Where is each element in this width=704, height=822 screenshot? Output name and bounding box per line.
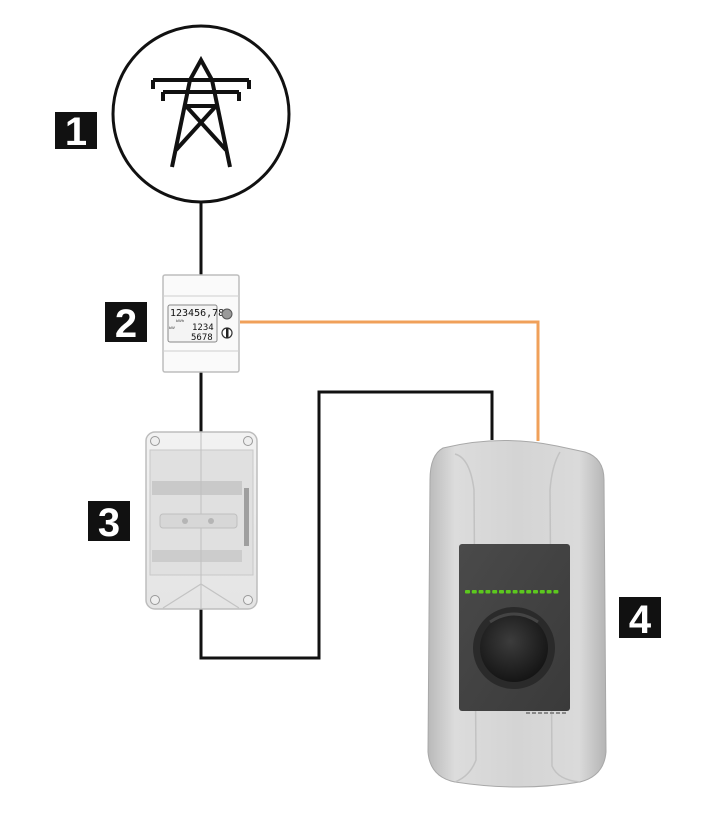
status-led-segment	[485, 590, 491, 594]
meter-led-icon	[221, 308, 233, 320]
box-rail	[159, 513, 238, 529]
svg-text:4: 4	[629, 598, 652, 642]
svg-text:1: 1	[65, 110, 87, 154]
distribution-box	[145, 431, 258, 610]
box-screw-bl	[150, 595, 160, 605]
status-led-segment	[465, 590, 470, 594]
ev-charger-wallbox	[427, 439, 607, 788]
badge-4: 4	[619, 597, 661, 642]
box-hinge	[244, 488, 249, 546]
meter-unit-kw: kW	[169, 325, 175, 330]
status-led-bar	[465, 590, 559, 594]
grid-component	[111, 24, 291, 204]
grid-circle	[111, 24, 291, 204]
badge-2: 2	[105, 302, 147, 346]
meter-reading-total: 123456,78	[170, 308, 224, 319]
data-cable-meter-wallbox	[240, 320, 540, 441]
status-led-segment	[499, 590, 504, 594]
box-screw-tr	[243, 436, 253, 446]
meter-reading-power: 1234	[192, 323, 214, 333]
status-led-segment	[471, 590, 477, 594]
status-led-segment	[519, 590, 525, 594]
cables	[199, 203, 540, 660]
status-led-segment	[553, 590, 559, 594]
status-led-segment	[505, 590, 511, 594]
status-led-segment	[539, 590, 545, 594]
power-cable-box-wallbox	[199, 390, 494, 660]
box-screw-tl	[150, 436, 160, 446]
svg-text:2: 2	[115, 302, 137, 346]
status-led-segment	[492, 590, 498, 594]
status-led-segment	[478, 590, 484, 594]
box-screw-br	[243, 595, 253, 605]
energy-meter: 123456,78 kWh kW 1234 5678	[162, 274, 240, 373]
svg-text:3: 3	[98, 501, 120, 545]
meter-display	[167, 304, 218, 343]
badge-3: 3	[88, 501, 130, 545]
badge-1: 1	[55, 110, 97, 154]
status-led-segment	[533, 590, 538, 594]
meter-reading-extra: 5678	[191, 333, 213, 343]
meter-unit-kwh: kWh	[176, 318, 184, 323]
socket-icon	[480, 614, 548, 682]
status-led-segment	[546, 590, 552, 594]
status-led-segment	[512, 590, 518, 594]
status-led-segment	[526, 590, 532, 594]
power-pylon-icon	[151, 55, 251, 168]
